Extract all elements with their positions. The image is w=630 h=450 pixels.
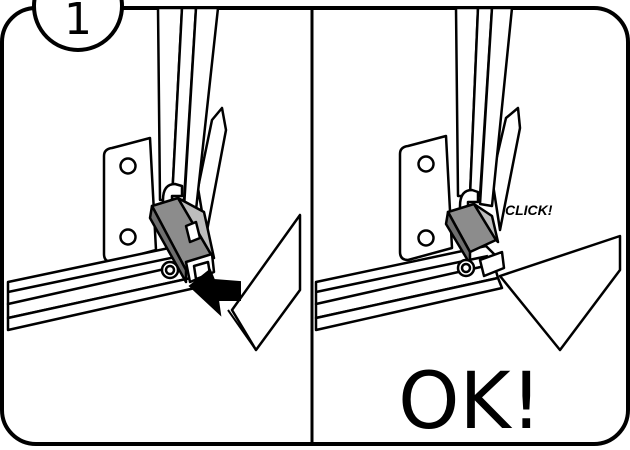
click-callout: CLICK! bbox=[505, 202, 553, 218]
step-number: 1 bbox=[64, 0, 92, 45]
bracket-hole-bottom bbox=[419, 231, 434, 246]
bracket-hole-top bbox=[121, 159, 136, 174]
bracket-hole-bottom bbox=[121, 230, 136, 245]
bracket-hole-top bbox=[419, 157, 434, 172]
ok-result: OK! bbox=[398, 357, 542, 447]
